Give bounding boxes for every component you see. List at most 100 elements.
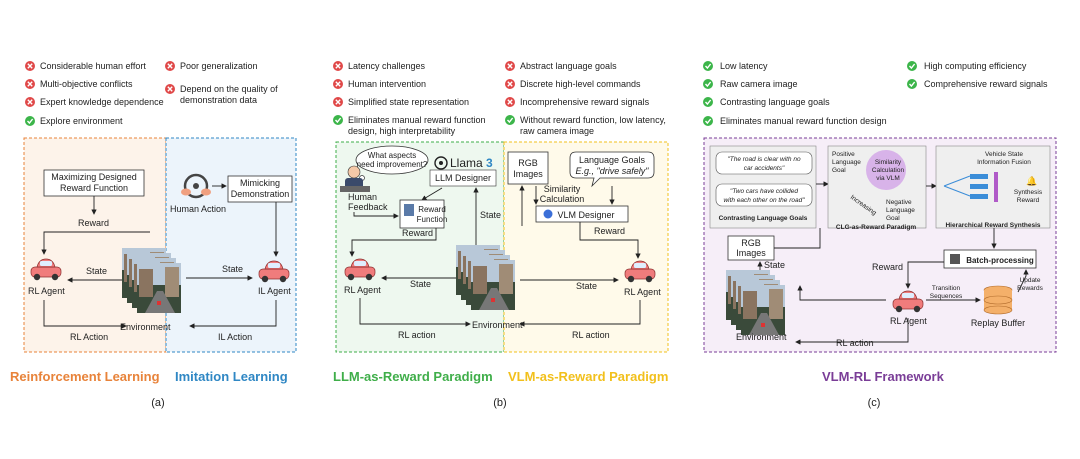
thought-bubble [355,145,429,175]
vlm-rl-title: VLM-RL Framework [822,369,945,384]
vlm-designer-box [535,205,629,223]
pros-cons-item: Expert knowledge dependence [40,97,164,107]
check-icon [332,114,344,126]
cross-icon [504,96,516,108]
pros-cons-item: Low latency [720,61,768,71]
steering-wheel-icon [181,173,211,199]
synthesis-label: Synthesis [1014,189,1043,196]
reward-function-box [43,169,145,197]
quote-text: with each other on the road" [723,197,805,204]
panel-c: Low latency Raw camera image Contrasting… [702,60,1057,409]
reward-label: Reward [78,218,109,228]
pros-cons-item: Without reward function, low latency, [520,115,666,125]
pros-cons-item: Raw camera image [720,79,798,89]
environment-label: Environment [120,322,171,332]
vlm-title: VLM-as-Reward Paradigm [508,369,668,384]
caption-b: (b) [493,397,506,409]
llm-designer-box [429,169,497,187]
state-label: State [764,260,785,270]
cross-icon [332,60,344,72]
bubble-text: What aspects [368,151,416,160]
reward-label: Reward [872,262,903,272]
state-vertical-label: State [480,210,501,220]
state-label: State [86,266,107,276]
clg-label: Contrasting Language Goals [719,215,808,222]
update-label: Update [1020,277,1041,284]
batch-label: Batch-processing [966,256,1034,265]
transition-label: Transition [932,285,961,292]
cross-icon [332,96,344,108]
rl-action-label: RL action [836,338,874,348]
rl-agent-label: RL Agent [28,286,65,296]
batch-processing-box [943,249,1037,269]
vlm-logo-icon [543,209,553,219]
clg-paradigm-label: CLG-as-Reward Paradigm [836,224,916,231]
check-icon [906,60,918,72]
vlm-designer-label: VLM Designer [557,210,614,220]
synthesis-label: Reward [1017,197,1040,204]
llama-label: Llama [450,156,483,170]
il-agent-label: IL Agent [258,286,291,296]
cross-icon [504,60,516,72]
state-label: State [222,264,243,274]
check-icon [906,78,918,90]
update-label: Rewards [1017,285,1043,292]
hier-label: Hierarchical Reward Synthesis [945,222,1040,229]
similarity-sphere [866,150,906,190]
vehicle-state-label: Vehicle State [985,151,1023,158]
il-action-label: IL Action [218,332,252,342]
environment-label: Environment [472,320,523,330]
cross-icon [164,83,176,95]
human-feedback-label: Feedback [348,202,388,212]
positive-quote-bubble [715,151,813,175]
rl-action-label: RL action [398,330,436,340]
pros-cons-item: High computing efficiency [924,61,1027,71]
check-icon [702,78,714,90]
pros-cons-item: Eliminates manual reward function [348,115,486,125]
check-icon [504,114,516,126]
fusion-network-icon [943,172,998,202]
pros-cons-item: Depend on the quality of [180,84,278,94]
panel-b-right-list: Abstract language goals Discrete high-le… [504,60,666,136]
replay-buffer-label: Replay Buffer [971,318,1025,328]
similarity-label: Similarity [544,184,581,194]
openai-icon [434,156,448,170]
mimic-label: Mimicking [240,178,280,188]
mimic-label: Demonstration [231,189,290,199]
pros-cons-item: Eliminates manual reward function design [720,116,887,126]
reward-function-label: Reward Function [60,183,128,193]
rgb-images-box [507,151,549,185]
environment-label: Environment [736,332,787,342]
rl-action-label: RL action [572,330,610,340]
cross-icon [24,60,36,72]
human-feedback-label: Human [348,192,377,202]
pros-cons-item: design, high interpretability [348,126,456,136]
human-operator-icon [340,165,370,192]
check-icon [702,96,714,108]
panel-a-right-list: Poor generalization Depend on the qualit… [164,60,278,105]
check-icon [24,115,36,127]
il-region [165,137,297,353]
check-icon [702,60,714,72]
rgb-label: Images [513,169,543,179]
positive-goal-label: Goal [832,167,846,174]
reward-function-label: Reward [418,205,446,214]
llama-version: 3 [486,156,493,170]
rl-agent-label: RL Agent [344,285,381,295]
panel-b: Latency challenges Human intervention Si… [332,60,669,409]
pros-cons-item: Explore environment [40,116,123,126]
transition-label: Sequences [930,293,963,300]
chip-icon [950,254,960,264]
panel-c-right-list: High computing efficiency Comprehensive … [906,60,1048,90]
rl-action-label: RL Action [70,332,108,342]
reward-label: Reward [402,228,433,238]
pros-cons-item: Poor generalization [180,61,258,71]
cross-icon [24,78,36,90]
pros-cons-item: Abstract language goals [520,61,617,71]
quote-text: "The road is clear with no [727,156,801,163]
caption-a: (a) [151,397,164,409]
pros-cons-item: demonstration data [180,95,257,105]
reward-function-label: Maximizing Designed [51,172,137,182]
bubble-text: need improvement? [357,160,428,169]
